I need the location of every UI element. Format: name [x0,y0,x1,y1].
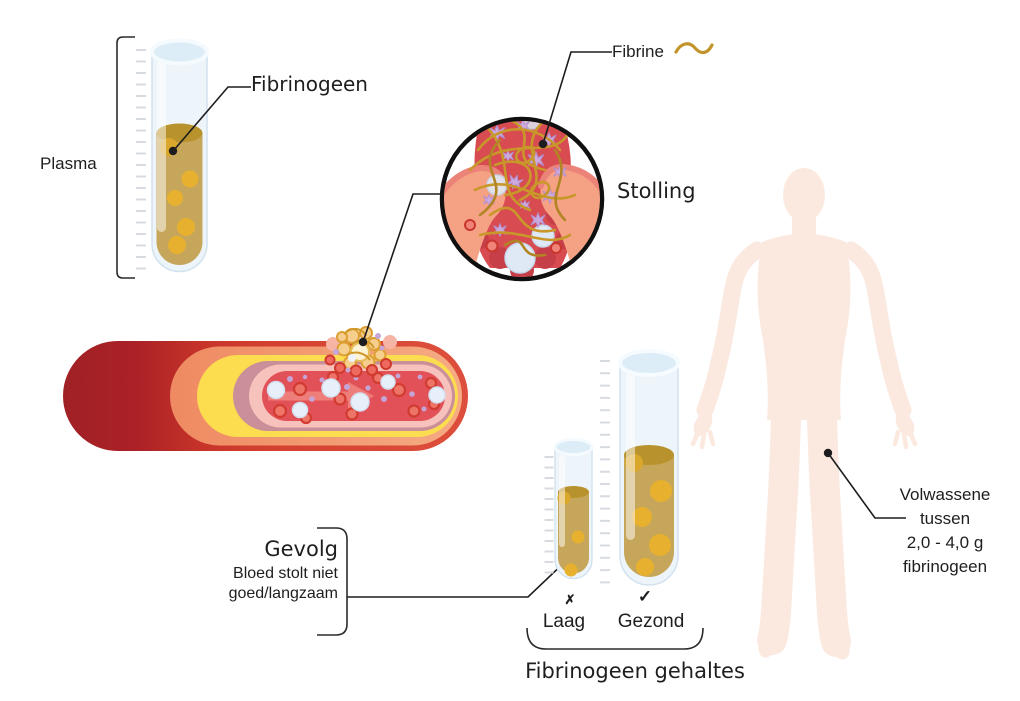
plasma-label: Plasma [40,154,97,173]
healthy-fibrinogen-tube [600,349,680,588]
fibrine-leader-line [538,51,612,149]
tubes-brace [526,627,704,650]
blood-vessel [63,326,468,451]
plasma-test-tube [150,38,209,273]
healthy-check-icon: ✓ [637,587,653,606]
clot-magnifier-circle [439,116,605,282]
gevolg-line-1: Bloed stolt niet [233,565,338,582]
right-hand [892,411,918,450]
healthy-tube-label: Gezond [617,611,685,632]
low-cross-icon: ✗ [564,592,576,607]
fibrin-mesh [468,121,577,257]
low-tube-label: Laag [542,611,586,632]
stolling-label: Stolling [617,179,696,203]
fibrine-label: Fibrine [612,42,664,61]
fibrinogen-particles [167,170,199,254]
human-body-silhouette [690,168,918,660]
adult-leader-line [823,448,906,519]
fibrine-strand-icon [674,42,714,55]
diagram-title: Fibrinogeen gehaltes [525,659,745,683]
gevolg-line-2: goed/langzaam [228,585,338,602]
adult-range-block: Volwassene tussen 2,0 - 4,0 g fibrinogee… [870,483,1020,579]
low-fibrinogen-tube [544,438,594,582]
adult-line-2: tussen [919,509,971,528]
left-hand [690,411,716,450]
fibrinogeen-label: Fibrinogeen [251,72,368,96]
adult-line-4: fibrinogeen [902,557,988,576]
gevolg-title: Gevolg [264,537,338,561]
adult-line-1: Volwassene [899,485,991,504]
adult-line-3: 2,0 - 4,0 g [906,533,984,552]
gevolg-block: Gevolg Bloed stolt niet goed/langzaam [158,537,338,604]
fibrinogeen-leader-line [168,86,251,156]
white-blood-cells [266,374,446,419]
plasma-bracket [116,36,146,279]
